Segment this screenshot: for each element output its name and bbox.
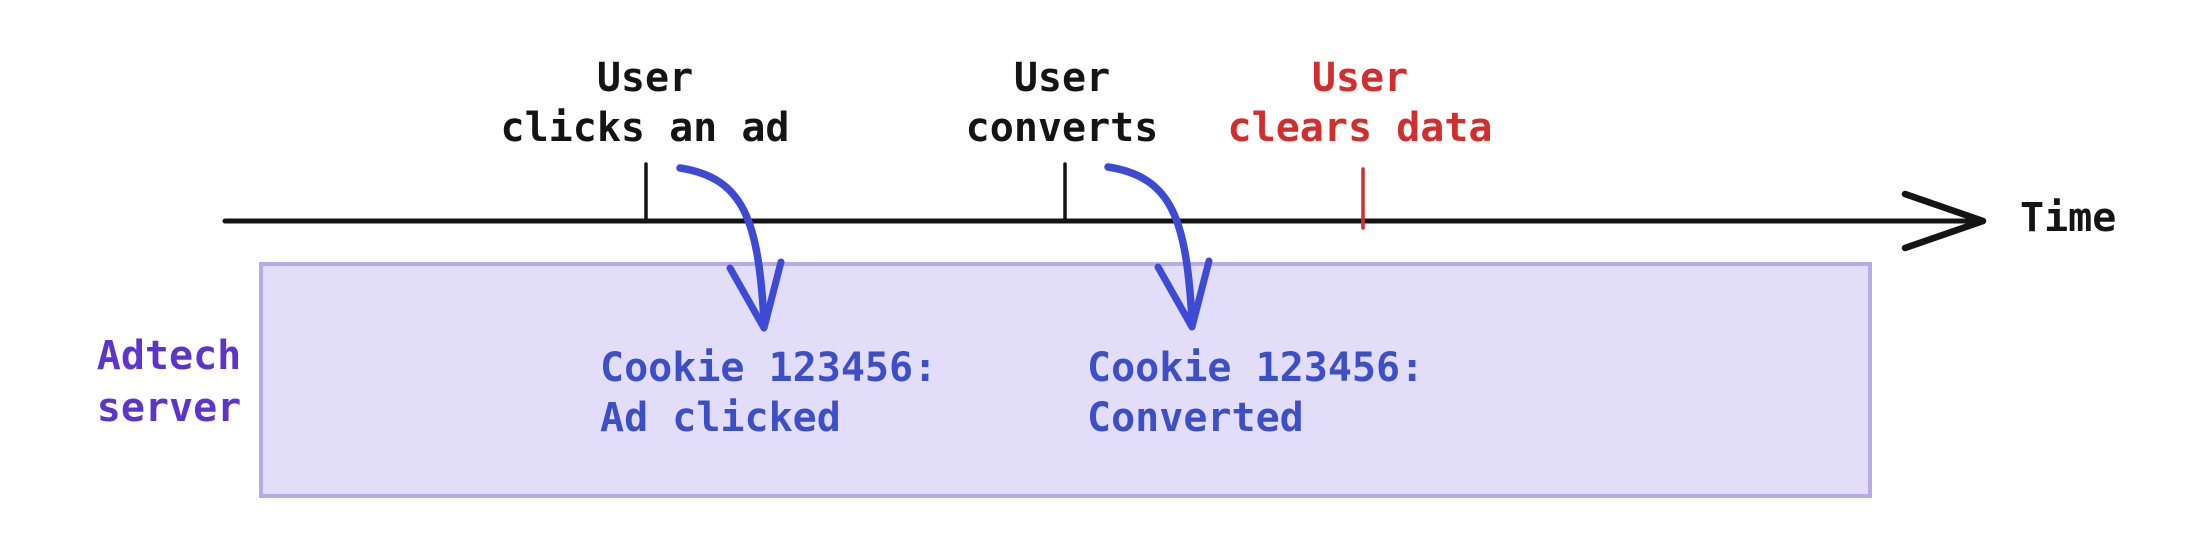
timeline-arrowhead-icon bbox=[1901, 190, 1987, 252]
adtech-server-label: Adtech server bbox=[96, 333, 242, 431]
time-axis-label: Time bbox=[2020, 195, 2117, 241]
arrow-click-to-cookie-icon bbox=[676, 164, 785, 332]
adtech-server-box bbox=[259, 262, 1872, 498]
cookie-record-converted: Cookie 123456: Converted bbox=[1087, 345, 1425, 441]
event-label-user-converts: User converts bbox=[965, 55, 1159, 151]
arrow-convert-to-cookie-icon bbox=[1104, 163, 1213, 331]
event-label-user-clicks-ad: User clicks an ad bbox=[500, 55, 790, 151]
event-label-user-clears-data: User clears data bbox=[1227, 55, 1493, 151]
cookie-record-ad-clicked: Cookie 123456: Ad clicked bbox=[600, 345, 938, 441]
